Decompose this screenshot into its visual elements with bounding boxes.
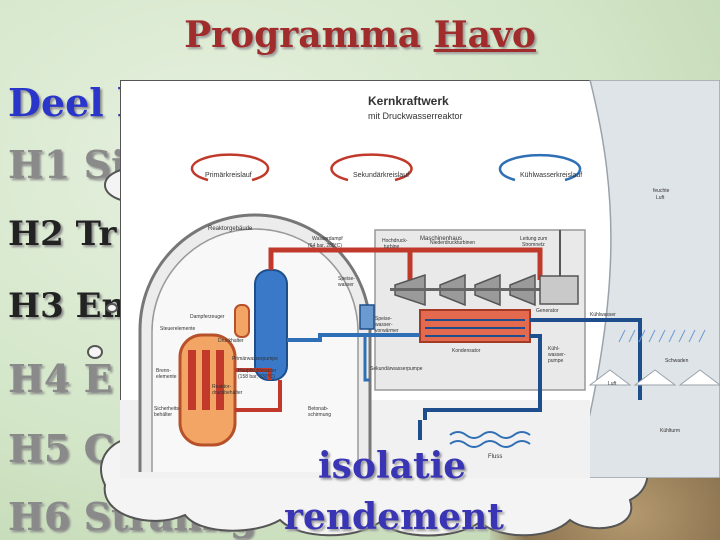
label-niederdruck: Niederdruckturbinen (430, 240, 475, 246)
label-reaktorgebaeude: Reaktorgebäude (208, 226, 253, 232)
label-hochdruck: Hochdruck- (382, 238, 408, 244)
label-reaktor: Reaktor- (212, 384, 232, 390)
label-feuchte: feuchte (653, 188, 670, 194)
label-generator: Generator (536, 308, 559, 314)
label-sicherheit: Sicherheits- (154, 406, 181, 412)
label-kuehlwasserpumpe-2: wasser- (548, 352, 566, 358)
label-hochdruck-2: turbine (384, 244, 400, 250)
title-underlined: Havo (433, 14, 536, 56)
thought-word-isolatie: isolatie (318, 445, 467, 487)
label-maschinenhaus: Maschinenhaus (420, 236, 462, 242)
secondary-loop-arrow (330, 153, 413, 182)
page-title: Programma Havo (0, 14, 720, 56)
label-schwaden: Schwaden (665, 358, 689, 364)
label-leitung: Leitung zum (520, 236, 547, 242)
label-luft: Luft (608, 381, 617, 387)
label-speisewasser-vorw-3: vorwärmer (375, 328, 399, 334)
cooling-loop-arrow (498, 153, 582, 182)
loop-label-primary: Primärkreislauf (205, 172, 252, 179)
label-reaktor-2: druckbehälter (212, 390, 243, 396)
loop-label-cooling: Kühlwasserkreislauf (520, 172, 582, 179)
label-kuehlturm: Kühlturm (660, 428, 680, 434)
label-kuehlwasser: Kühlwasser (590, 312, 616, 318)
label-hauptkuehl: Hauptkühlwasser (238, 368, 277, 374)
label-speise-2: wasser (338, 282, 354, 288)
label-brennelemente-2: elemente (156, 374, 177, 380)
nuclear-plant-diagram: Kernkraftwerk mit Druckwasserreaktor Pri… (120, 80, 720, 478)
label-feuchte-2: Luft (656, 195, 665, 201)
label-leitung-2: Stromnetz (522, 242, 545, 248)
label-beton-2: schirmung (308, 412, 331, 418)
title-prefix: Programma (184, 14, 434, 56)
label-fluss: Fluss (488, 454, 502, 460)
outline-line-h5: H5 C (8, 426, 114, 471)
river-waves (449, 431, 531, 448)
label-druckhalter: Druckhalter (218, 338, 244, 344)
loop-label-secondary: Sekundärkreislauf (353, 172, 409, 179)
label-primaerpumpe: Primärwasserpumpe (232, 356, 278, 362)
label-speise: Speise- (338, 276, 355, 282)
label-steuerelemente: Steuerelemente (160, 326, 196, 332)
label-kuehlwasserpumpe: Kühl- (548, 346, 560, 352)
outline-line-h4: H4 E (8, 356, 113, 401)
label-dampferzeuger: Dampferzeuger (190, 314, 225, 320)
label-sicherheit-2: behälter (154, 412, 172, 418)
steam-generator (254, 269, 288, 381)
diagram-subtitle: mit Druckwasserreaktor (368, 111, 463, 121)
primary-loop-arrow (190, 153, 270, 182)
label-sekpumpe: Sekundärwasserpumpe (370, 366, 423, 372)
cooling-spray (618, 329, 706, 343)
diagram-title: Kernkraftwerk (368, 94, 449, 108)
label-wasserdampf-val: (64 bar, 280°C) (308, 243, 342, 249)
generator (539, 275, 579, 305)
outline-line-h2: H2 Tr (8, 214, 117, 254)
label-kuehlwasserpumpe-3: pumpe (548, 358, 564, 364)
label-wasserdampf: Wasserdampf (312, 236, 343, 242)
label-hauptkuehl-val: (158 bar, 330°C) (238, 374, 275, 380)
condenser (419, 309, 531, 343)
thought-word-rendement: rendement (284, 496, 504, 538)
label-beton: Betonab- (308, 406, 329, 412)
label-kondensator: Kondensator (452, 348, 481, 354)
label-brennelemente: Brenn- (156, 368, 171, 374)
label-speisewasser-vorw-2: wasser- (375, 322, 393, 328)
label-speisewasser-vorw: Speise- (375, 316, 392, 322)
